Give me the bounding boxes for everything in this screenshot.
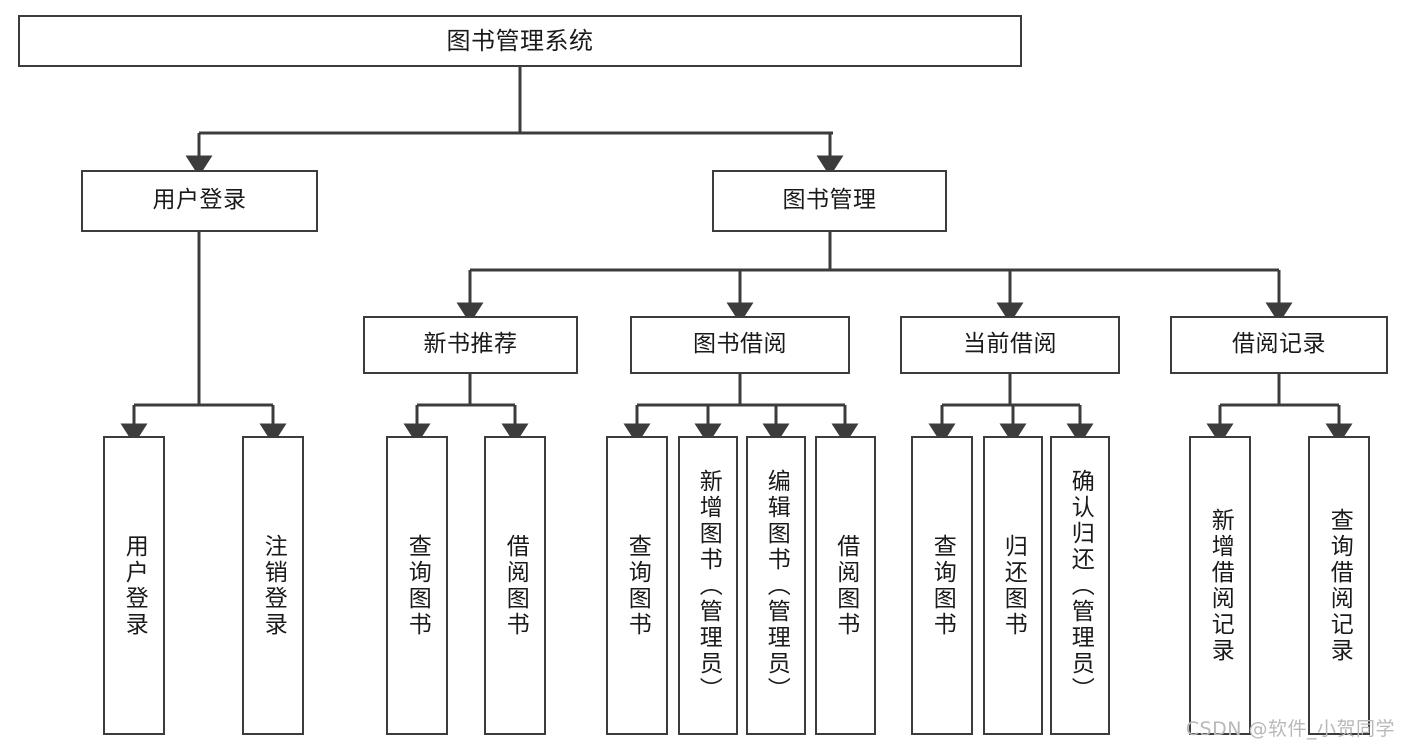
node-label: 查询图书 xyxy=(624,533,651,638)
node-label: 编辑图书（管理员） xyxy=(763,468,790,703)
node-leaf-add-book[interactable]: 新增图书（管理员） xyxy=(678,436,738,735)
node-label: 新增借阅记录 xyxy=(1207,507,1234,664)
node-label: 图书管理系统 xyxy=(446,26,594,55)
node-leaf-query-book-1[interactable]: 查询图书 xyxy=(386,436,448,735)
node-user-login[interactable]: 用户登录 xyxy=(81,170,318,232)
node-label: 用户登录 xyxy=(121,533,148,638)
node-leaf-return-book[interactable]: 归还图书 xyxy=(983,436,1043,735)
node-leaf-query-book-3[interactable]: 查询图书 xyxy=(911,436,973,735)
node-label: 注销登录 xyxy=(260,533,287,638)
node-label: 新书推荐 xyxy=(423,331,518,358)
node-leaf-add-record[interactable]: 新增借阅记录 xyxy=(1189,436,1251,735)
node-book-borrow[interactable]: 图书借阅 xyxy=(630,316,850,374)
node-leaf-edit-book[interactable]: 编辑图书（管理员） xyxy=(746,436,806,735)
node-leaf-borrow-book-1[interactable]: 借阅图书 xyxy=(484,436,546,735)
node-label: 查询借阅记录 xyxy=(1326,507,1353,664)
node-leaf-logout[interactable]: 注销登录 xyxy=(242,436,304,735)
node-label: 用户登录 xyxy=(152,187,247,214)
node-leaf-query-record[interactable]: 查询借阅记录 xyxy=(1308,436,1370,735)
node-leaf-confirm-return[interactable]: 确认归还（管理员） xyxy=(1050,436,1110,735)
node-current-borrow[interactable]: 当前借阅 xyxy=(900,316,1120,374)
node-label: 借阅图书 xyxy=(832,533,859,638)
node-leaf-query-book-2[interactable]: 查询图书 xyxy=(606,436,668,735)
node-label: 图书管理 xyxy=(782,187,877,214)
node-label: 借阅图书 xyxy=(502,533,529,638)
node-book-management[interactable]: 图书管理 xyxy=(712,170,947,232)
node-label: 查询图书 xyxy=(929,533,956,638)
node-label: 借阅记录 xyxy=(1232,331,1326,358)
node-label: 确认归还（管理员） xyxy=(1067,468,1094,703)
node-label: 归还图书 xyxy=(1000,533,1027,638)
node-new-book-recommend[interactable]: 新书推荐 xyxy=(363,316,578,374)
node-label: 新增图书（管理员） xyxy=(695,468,722,703)
node-book-management-system[interactable]: 图书管理系统 xyxy=(18,15,1022,67)
node-label: 查询图书 xyxy=(404,533,431,638)
node-leaf-user-login[interactable]: 用户登录 xyxy=(103,436,165,735)
node-label: 当前借阅 xyxy=(963,331,1057,358)
node-borrow-record[interactable]: 借阅记录 xyxy=(1170,316,1388,374)
node-leaf-borrow-book-2[interactable]: 借阅图书 xyxy=(815,436,876,735)
node-label: 图书借阅 xyxy=(693,331,787,358)
